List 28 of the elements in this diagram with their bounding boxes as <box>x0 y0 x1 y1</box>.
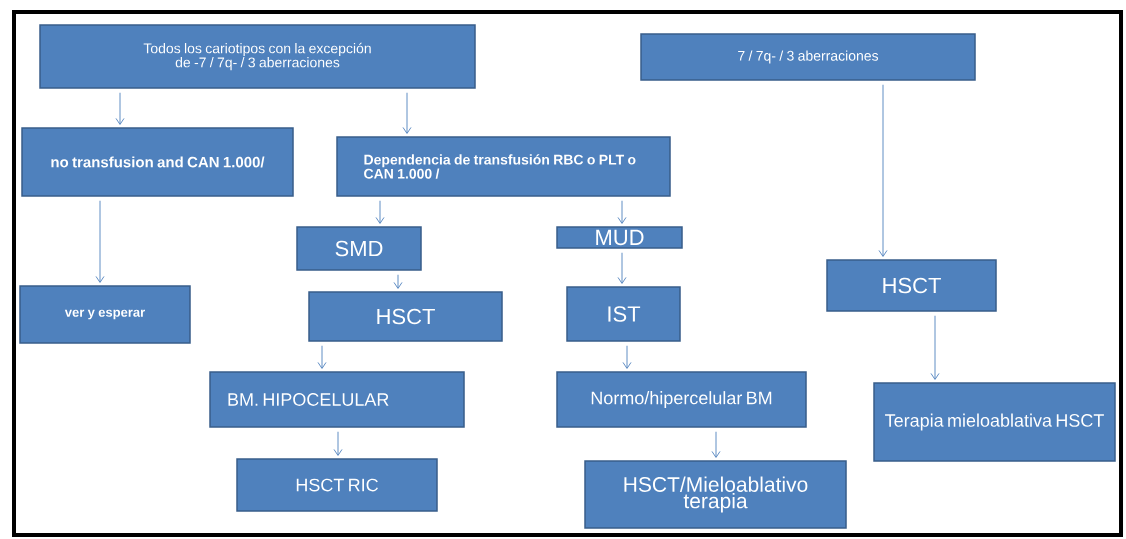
process-box: IST <box>566 286 681 342</box>
process-box: BM. HIPOCELULAR <box>209 371 465 428</box>
process-box: Dependencia de transfusión RBC o PLT o CAN 1.000 / <box>336 136 671 197</box>
arrow <box>333 431 343 456</box>
process-box: HSCT <box>308 291 503 342</box>
arrow <box>393 274 403 289</box>
arrow <box>402 92 412 134</box>
process-box: ver y esperar <box>19 285 191 344</box>
arrow <box>317 345 327 369</box>
arrow <box>95 200 105 283</box>
process-box: HSCT <box>826 259 997 312</box>
arrow <box>617 200 627 224</box>
process-box: 7 / 7q- / 3 aberraciones <box>640 33 976 81</box>
process-box: Normo/hipercelular BM <box>556 371 807 428</box>
process-box: Todos los cariotipos con la excepción de -7 / 7q- / 3 aberraciones <box>39 24 476 89</box>
process-box: HSCT RIC <box>236 458 438 512</box>
process-box: HSCT/Mieloablativo terapia <box>584 460 847 529</box>
arrow <box>622 345 632 369</box>
process-box: MUD <box>556 226 683 249</box>
arrow <box>375 200 385 224</box>
arrow <box>711 431 721 458</box>
arrow <box>878 84 888 257</box>
process-box: Terapia mieloablativa HSCT <box>873 382 1116 462</box>
process-box: no transfusion and CAN 1.000/ <box>21 127 294 197</box>
process-box: SMD <box>296 226 422 271</box>
arrow <box>617 252 627 284</box>
arrow <box>930 315 940 380</box>
arrow <box>115 92 125 125</box>
